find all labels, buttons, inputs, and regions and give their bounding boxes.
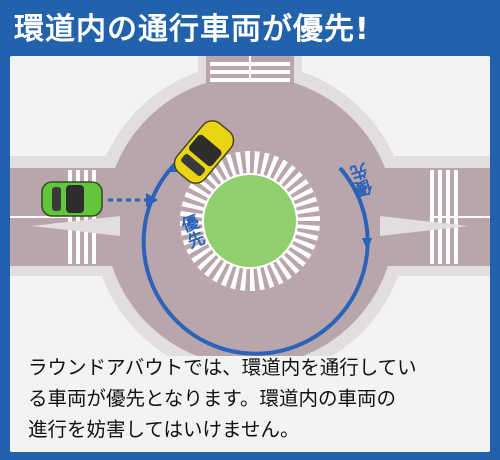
apron-stripe	[292, 240, 314, 255]
green-car	[41, 181, 103, 217]
central-island	[204, 175, 296, 267]
apron-stripe	[235, 267, 244, 291]
apron-stripe	[193, 249, 214, 267]
apron-stripe	[250, 151, 255, 174]
apron-stripe	[253, 268, 260, 291]
roundabout-diagram: 優先 優先	[10, 56, 490, 356]
apron-stripe	[225, 265, 237, 289]
apron-stripe	[181, 231, 204, 241]
apron-stripe	[269, 157, 284, 179]
apron-stripe	[180, 206, 204, 215]
apron-stripe	[293, 191, 316, 205]
apron-stripe	[266, 264, 280, 287]
apron-stripe	[256, 151, 265, 175]
caption-line-2: る車両が優先となります。環道内の車両の	[28, 387, 396, 410]
apron-stripe	[180, 216, 203, 221]
caption-line-1: ラウンドアバウトでは、環道内を通行してい	[28, 356, 417, 379]
entry-island-left	[32, 216, 120, 236]
apron-stripe	[220, 155, 234, 178]
apron-stripe	[184, 237, 207, 251]
apron-stripe	[283, 252, 303, 271]
apron-stripe	[186, 187, 208, 202]
yellow-car	[173, 120, 235, 184]
crosswalk-north	[210, 62, 290, 82]
apron-stripe	[240, 151, 247, 174]
apron-stripe	[297, 211, 320, 218]
apron-stripe	[273, 261, 288, 283]
page-title: 環道内の通行車両が優先!	[14, 12, 370, 47]
apron-stripe	[288, 246, 309, 263]
crosswalk-east	[430, 170, 458, 264]
apron-stripe	[188, 244, 210, 259]
apron-stripe	[278, 257, 296, 278]
apron-stripe	[200, 254, 219, 274]
explanation-text: ラウンドアバウトでは、環道内を通行してい る車両が優先となります。環道内の車両の…	[28, 352, 478, 448]
apron-stripe	[290, 183, 312, 198]
caption-line-3: 進行を妨害してはいけません。	[28, 418, 300, 441]
apron-stripe	[260, 267, 270, 290]
entry-island-right	[380, 216, 468, 236]
illustration-panel: 優先 優先 ラウンドアバウトでは、環道内を通行してい る車両が優先となります。環…	[10, 56, 490, 452]
apron-stripe	[208, 259, 225, 280]
apron-stripe	[182, 196, 206, 208]
apron-stripe	[297, 221, 320, 226]
crosswalk-west	[68, 170, 96, 264]
apron-stripe	[275, 162, 292, 183]
apron-stripe	[245, 268, 250, 291]
apron-stripe	[296, 201, 319, 211]
apron-stripe	[296, 227, 320, 236]
apron-stripe	[281, 168, 300, 188]
apron-stripe	[180, 224, 203, 231]
apron-stripe	[216, 263, 231, 285]
apron-stripe	[294, 234, 318, 246]
apron-stripe	[230, 152, 240, 175]
arrowhead-right	[362, 238, 372, 250]
approach-arrowhead	[146, 193, 158, 207]
apron-stripe	[286, 175, 307, 193]
apron-stripe	[263, 153, 275, 177]
